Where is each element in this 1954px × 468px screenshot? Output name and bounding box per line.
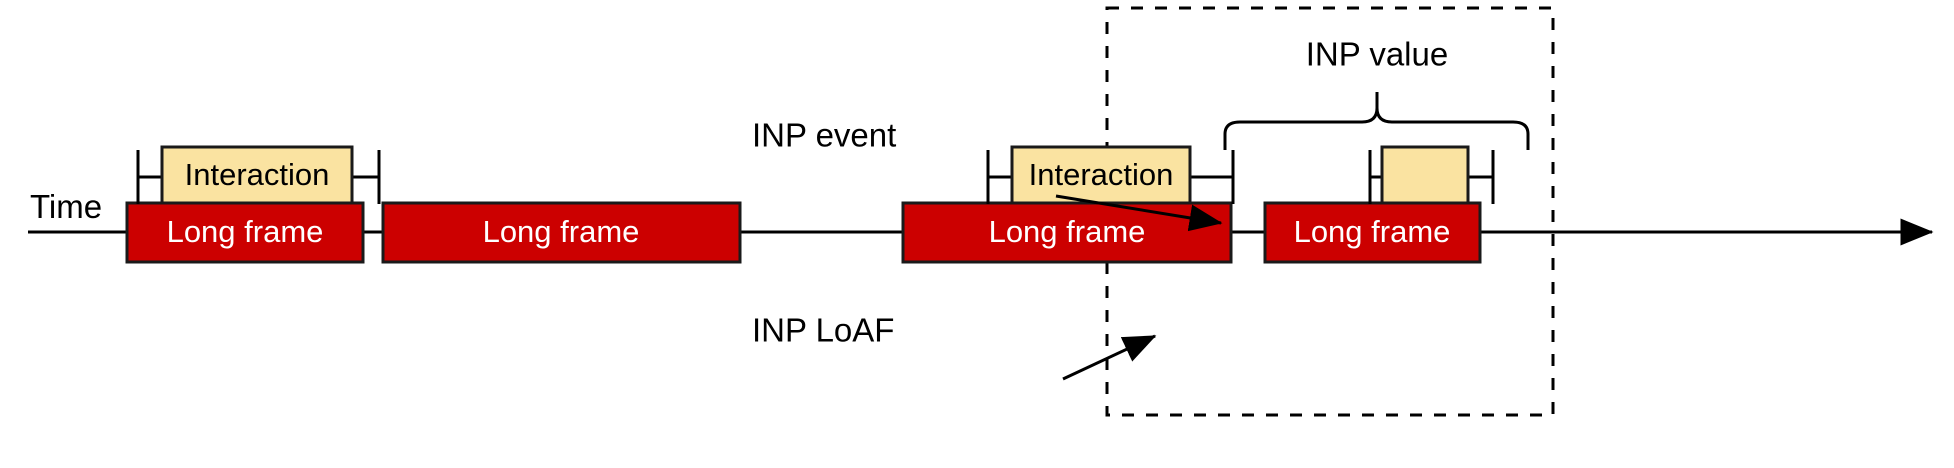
interaction-box: [1380, 145, 1470, 205]
long-frame-label: Long frame: [989, 214, 1146, 249]
long-frame-group-4: Long frame: [1263, 201, 1482, 264]
time-axis-label: Time: [30, 188, 102, 225]
interaction-whisker-right: [352, 150, 381, 204]
long-frame-group-2: Long frame: [381, 201, 742, 264]
long-frame-label: Long frame: [167, 214, 324, 249]
interaction-whisker-left: [986, 150, 1012, 204]
interaction-group-3: [1368, 145, 1495, 205]
interaction-label: Interaction: [185, 157, 330, 192]
inp-event-label: INP event: [752, 117, 896, 154]
interaction-group-2: Interaction: [986, 145, 1235, 205]
long-frame-box: [1263, 201, 1482, 264]
interaction-whisker-left: [1368, 150, 1382, 204]
inp-value-brace-group: INP value: [1223, 36, 1530, 150]
inp-event-callout: INP event: [752, 117, 1223, 232]
curly-brace-icon: [1223, 92, 1530, 150]
long-frame-label: Long frame: [1294, 214, 1451, 249]
inp-event-callout-line: [1055, 194, 1223, 232]
interaction-box: [160, 145, 354, 205]
long-frame-box: [381, 201, 742, 264]
inp-value-label: INP value: [1306, 36, 1448, 73]
interaction-whisker-right: [1190, 150, 1235, 204]
interaction-whisker-right: [1468, 150, 1495, 204]
long-frame-group-1: Long frame: [125, 201, 365, 264]
long-frame-label: Long frame: [483, 214, 640, 249]
interaction-whisker-left: [136, 150, 162, 204]
interaction-group-1: Interaction: [136, 145, 381, 205]
inp-region-dashed-box: [1105, 6, 1555, 417]
inp-loaf-callout-line: [1062, 334, 1157, 381]
interaction-label: Interaction: [1029, 157, 1174, 192]
long-frame-group-3: Long frame: [901, 201, 1233, 264]
inp-loaf-label: INP LoAF: [752, 312, 894, 349]
inp-loaf-callout: INP LoAF: [752, 312, 1157, 381]
